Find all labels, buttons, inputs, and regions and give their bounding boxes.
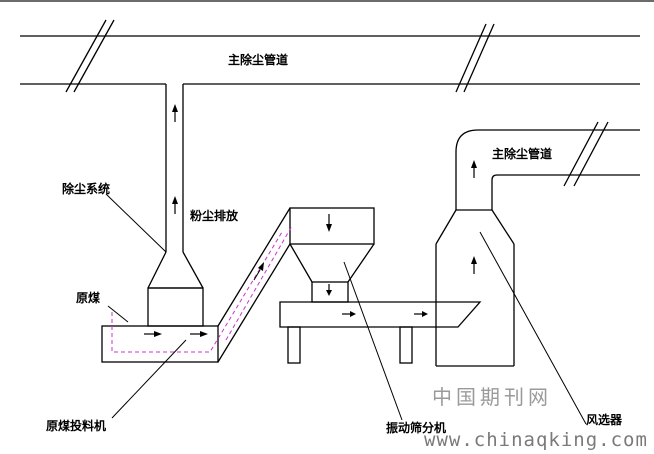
leader-lines [105, 193, 587, 425]
screen-table [279, 301, 482, 364]
air-separator-body [435, 209, 515, 367]
arrow-up-branch-1 [172, 104, 178, 122]
equipment-lines [20, 19, 640, 425]
watermark-site-name: 中国期刊网 [432, 385, 552, 409]
air-separator-duct [455, 121, 640, 210]
main-duct-top [20, 19, 640, 93]
material-path [111, 225, 293, 353]
label-dust-system: 除尘系统 [62, 181, 110, 196]
arrow-right-table-2 [414, 311, 428, 317]
watermark-url: www.chinaqking.com [424, 429, 648, 451]
label-dust-discharge: 粉尘排放 [190, 208, 239, 223]
vibrating-screen-hopper [289, 207, 375, 303]
arrow-right-feeder-2 [190, 331, 208, 337]
arrow-up-separator-duct [471, 160, 477, 178]
arrow-up-separator [471, 256, 477, 274]
raw-coal-feeder-body [101, 325, 219, 363]
label-raw-coal-feeder: 原煤投料机 [46, 418, 106, 433]
arrow-up-branch-2 [172, 196, 178, 214]
branch-duct [165, 84, 184, 252]
label-main-duct-top: 主除尘管道 [228, 52, 288, 67]
label-air-separator: 风选器 [586, 412, 623, 427]
label-main-duct-right: 主除尘管道 [492, 146, 552, 161]
inclined-conveyor [217, 207, 291, 363]
dust-hood [147, 251, 204, 327]
arrow-down-hopper [326, 214, 332, 232]
label-vibrating-screen: 振动筛分机 [386, 420, 446, 435]
label-raw-coal: 原煤 [76, 290, 100, 305]
arrow-up-conveyor [253, 262, 264, 281]
flow-arrows [144, 104, 477, 337]
arrow-right-table-1 [342, 311, 356, 317]
arrow-down-neck [326, 284, 332, 296]
window-top-border [0, 0, 654, 2]
arrow-right-feeder-1 [144, 331, 162, 337]
